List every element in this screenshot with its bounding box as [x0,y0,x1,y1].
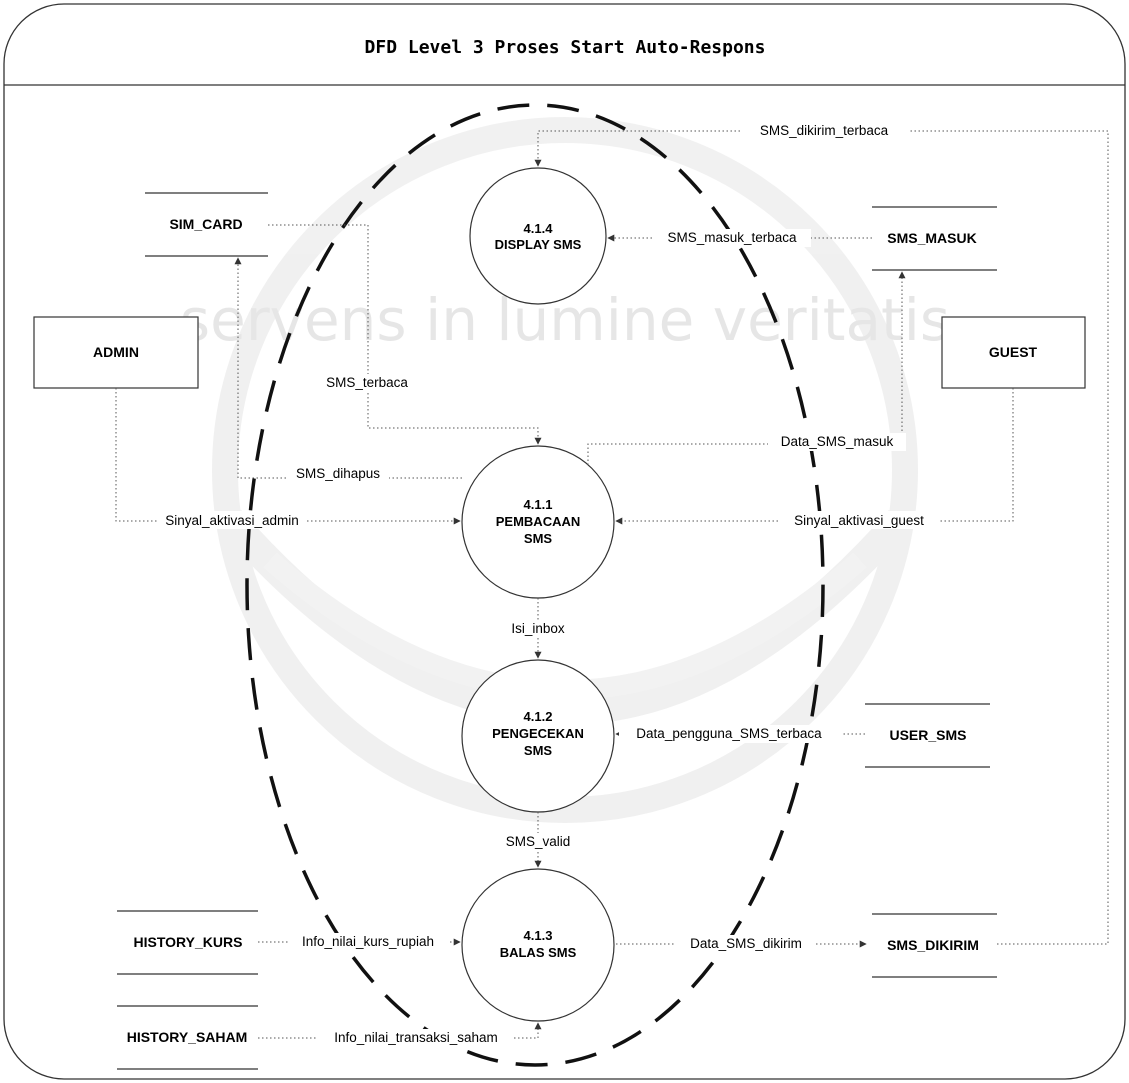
process-4-1-3[interactable]: 4.1.3 BALAS SMS [461,868,615,1022]
store-label: HISTORY_KURS [134,934,243,950]
process-name-line2: SMS [524,743,553,758]
flow-label: SMS_valid [506,834,571,849]
process-number: 4.1.1 [524,497,553,512]
flow-label: Isi_inbox [511,621,565,636]
entity-label: ADMIN [93,344,139,360]
flow-sms-dikirim-terbaca: SMS_dikirim_terbaca [534,122,1109,945]
flow-info-nilai-kurs-rupiah: Info_nilai_kurs_rupiah [258,933,461,951]
flow-isi-inbox: Isi_inbox [500,598,576,659]
process-4-1-1[interactable]: 4.1.1 PEMBACAAN SMS [461,445,615,599]
process-boundary [245,103,825,1067]
process-name: BALAS SMS [500,945,577,960]
flow-label: SMS_dikirim_terbaca [760,123,889,138]
flow-label: Sinyal_aktivasi_admin [165,513,299,528]
store-history-saham[interactable]: HISTORY_SAHAM [117,1005,258,1070]
flow-sms-valid: SMS_valid [494,812,582,868]
store-label: HISTORY_SAHAM [127,1029,248,1045]
store-label: SIM_CARD [169,216,242,232]
process-4-1-2[interactable]: 4.1.2 PENGECEKAN SMS [461,659,615,813]
store-user-sms[interactable]: USER_SMS [865,703,990,768]
flow-sms-masuk-terbaca: SMS_masuk_terbaca [607,229,872,247]
flow-label: Info_nilai_transaksi_saham [334,1030,498,1045]
flow-label: Data_SMS_dikirim [690,936,802,951]
process-name-line1: PEMBACAAN [496,514,581,529]
store-history-kurs[interactable]: HISTORY_KURS [117,910,258,975]
entity-guest[interactable]: GUEST [941,316,1086,389]
entity-label: GUEST [989,344,1038,360]
flow-label: SMS_masuk_terbaca [667,230,797,245]
diagram-title: DFD Level 3 Proses Start Auto-Respons [365,37,766,58]
store-sim-card[interactable]: SIM_CARD [145,192,268,257]
flow-label: Info_nilai_kurs_rupiah [302,934,434,949]
process-name-line1: PENGECEKAN [492,726,584,741]
flow-sms-dihapus: SMS_dihapus [234,257,462,483]
store-sms-dikirim[interactable]: SMS_DIKIRIM [872,913,997,978]
process-4-1-4[interactable]: 4.1.4 DISPLAY SMS [469,167,607,305]
store-sms-masuk[interactable]: SMS_MASUK [872,206,997,271]
flow-data-sms-dikirim: Data_SMS_dikirim [616,935,867,953]
flow-info-nilai-transaksi-saham: Info_nilai_transaksi_saham [258,1022,542,1047]
flow-label: Data_SMS_masuk [781,434,894,449]
flow-data-sms-masuk: Data_SMS_masuk [587,271,906,465]
flow-label: Sinyal_aktivasi_guest [794,513,924,528]
process-number: 4.1.4 [524,221,554,236]
flow-sinyal-aktivasi-admin: Sinyal_aktivasi_admin [115,388,461,529]
flow-data-pengguna-sms-terbaca: Data_pengguna_SMS_terbaca [615,725,865,743]
flow-label: SMS_dihapus [296,466,380,481]
flow-label: SMS_terbaca [326,375,408,390]
process-name: DISPLAY SMS [495,237,582,252]
entity-admin[interactable]: ADMIN [33,316,199,389]
flow-sinyal-aktivasi-guest: Sinyal_aktivasi_guest [615,388,1014,529]
store-label: SMS_DIKIRIM [887,937,979,953]
store-label: SMS_MASUK [887,230,976,246]
process-number: 4.1.3 [524,928,553,943]
process-number: 4.1.2 [524,709,553,724]
process-name-line2: SMS [524,531,553,546]
store-label: USER_SMS [889,727,966,743]
diagram-frame [3,3,1126,1080]
flow-label: Data_pengguna_SMS_terbaca [636,726,822,741]
flow-sms-terbaca: SMS_terbaca [268,224,542,445]
